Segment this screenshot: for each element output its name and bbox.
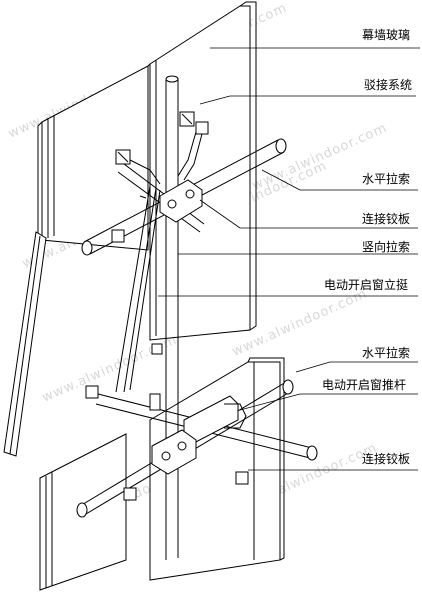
leader-lines: [158, 47, 420, 471]
label-connection-hinge-1: 连接铰板: [362, 212, 411, 226]
label-horizontal-cable-2: 水平拉索: [362, 346, 411, 360]
upper-connection-node: [159, 179, 203, 223]
window-pusher: [149, 393, 247, 445]
window-mullion: [115, 185, 161, 393]
spider-fitting: [111, 111, 209, 243]
label-electric-window-pusher: 电动开启窗推杆: [322, 378, 407, 392]
label-horizontal-cable-1: 水平拉索: [362, 172, 411, 186]
label-curtain-glass: 幕墙玻璃: [362, 28, 411, 42]
lower-connection-node: [85, 343, 249, 501]
upper-glass-panel-right: [147, 1, 257, 341]
vertical-cable: [165, 75, 179, 560]
upper-glass-panel: [37, 65, 149, 251]
label-connection-hinge-2: 连接铰板: [362, 452, 411, 466]
label-spider-system: 驳接系统: [364, 78, 413, 92]
open-window-sash: [3, 231, 47, 457]
label-electric-window-mullion: 电动开启窗立挺: [324, 278, 409, 292]
label-vertical-cable: 竖向拉索: [362, 240, 411, 254]
